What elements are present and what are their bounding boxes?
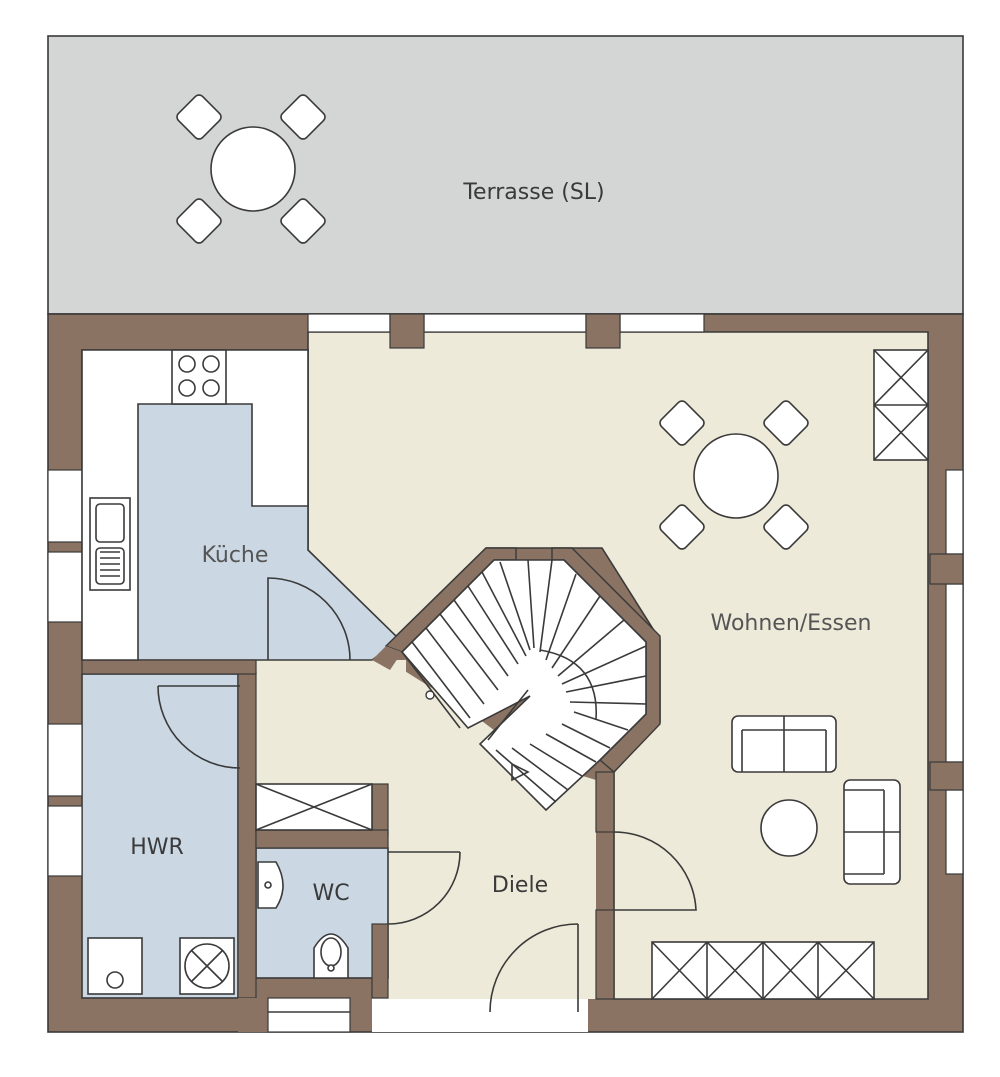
entrance-door bbox=[489, 923, 579, 1013]
terrace bbox=[47, 35, 964, 315]
inner-wall-hall-living bbox=[595, 771, 615, 833]
room-label-wc: WC bbox=[312, 881, 349, 906]
terrace-furniture bbox=[176, 94, 326, 244]
inner-wall-wc-right bbox=[371, 783, 389, 837]
room-label-terrasse: Terrasse (SL) bbox=[462, 180, 604, 205]
inner-wall-wc bbox=[237, 671, 257, 999]
wc-fixtures bbox=[257, 861, 349, 979]
inner-wall-wc-mid bbox=[255, 829, 389, 849]
hwr-appliances bbox=[87, 937, 235, 995]
room-label-hwr: HWR bbox=[130, 835, 184, 860]
room-label-kueche: Küche bbox=[202, 543, 269, 568]
inner-wall-bottom-left bbox=[238, 998, 268, 1032]
inner-wall-kitchen-hwr bbox=[81, 659, 257, 675]
room-label-wohnen: Wohnen/Essen bbox=[710, 611, 871, 636]
staircase bbox=[400, 559, 647, 812]
wall-piers bbox=[389, 313, 964, 791]
hall-floor-3 bbox=[256, 660, 406, 770]
inner-wall-wc-right2 bbox=[371, 923, 389, 999]
inner-wall-hall-living-2 bbox=[595, 909, 615, 1000]
kitchen-counter bbox=[81, 349, 309, 661]
living-furniture bbox=[651, 349, 929, 1000]
entrance-gap bbox=[372, 999, 588, 1032]
room-label-diele: Diele bbox=[492, 873, 548, 898]
stair-floor-infill bbox=[372, 646, 402, 670]
doors bbox=[157, 577, 697, 925]
